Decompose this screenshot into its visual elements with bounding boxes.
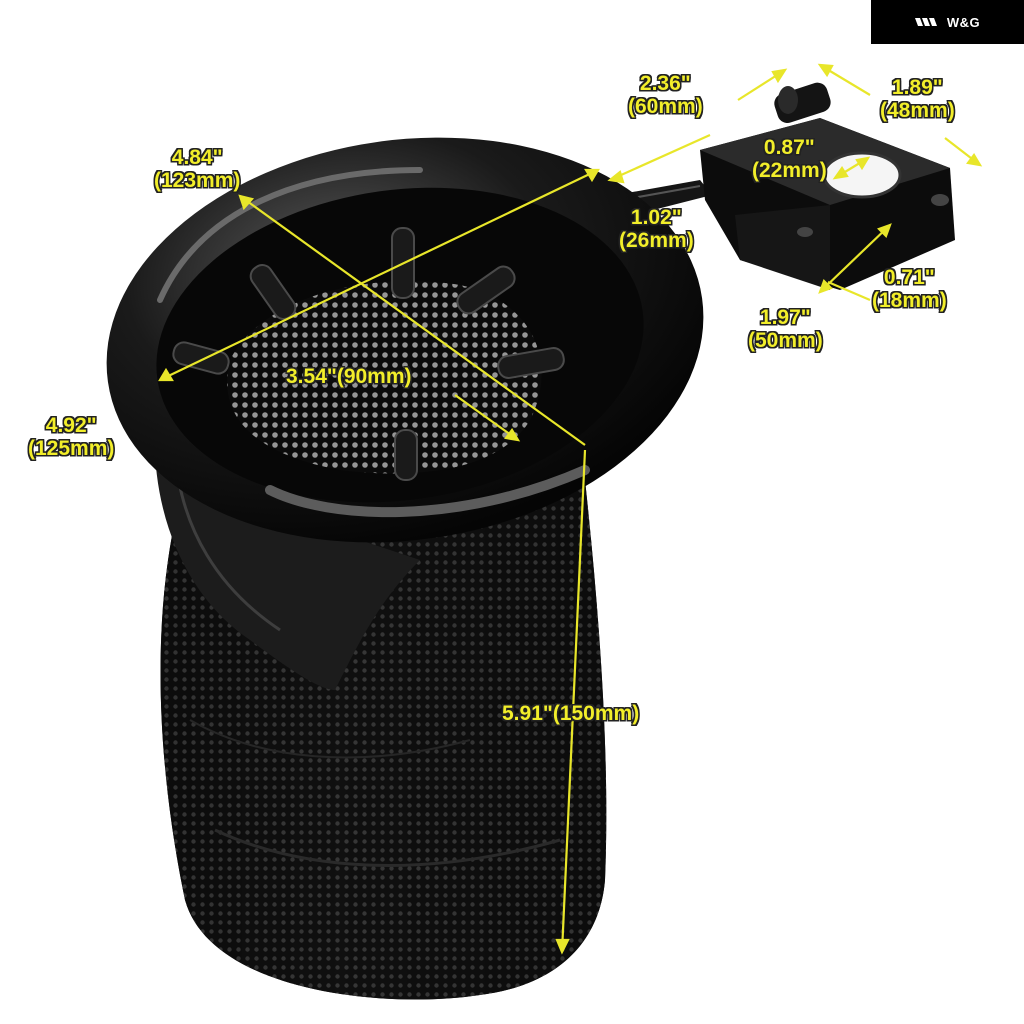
dimension-height: 5.91"(150mm) [502,702,639,725]
dimension-inch: 0.87" [763,136,815,159]
dimension-inch: 1.89" [891,76,943,99]
brand-chevron-icon [914,18,937,26]
dimension-mm: (125mm) [28,437,115,460]
dimension-lines [158,63,983,955]
inner-mesh [227,281,542,474]
dimension-inch: 4.84" [171,146,223,169]
dimension-mm: (18mm) [872,289,947,312]
dimension-mm: (48mm) [880,99,955,122]
dimension-inch: 0.71" [883,266,935,289]
dimension-inch: 1.97" [759,306,811,329]
dimension-mm: (60mm) [628,95,703,118]
dimension-bar-diameter: 0.87" (22mm) [752,136,827,182]
dimension-text: 5.91"(150mm) [502,702,640,725]
brand-logo: W&G [871,0,1024,44]
dimension-mm: (123mm) [154,169,241,192]
dimension-mm: (50mm) [748,329,823,352]
dimension-inner-diameter: 3.54"(90mm) [286,365,412,388]
dimension-clamp-length: 1.97" (50mm) [748,306,823,352]
dimension-arm-offset: 1.02" (26mm) [619,206,694,252]
dimension-inch: 4.92" [45,414,97,437]
dimension-text: 3.54"(90mm) [286,365,412,388]
brand-logo-text: W&G [946,14,981,30]
dimension-mm: (22mm) [752,159,827,182]
dimension-outer-diameter-a: 4.84" (123mm) [154,146,240,192]
handlebar-clamp [700,82,955,290]
dimension-mount-length: 2.36" (60mm) [628,72,703,118]
dimension-clamp-depth: 0.71" (18mm) [872,266,947,312]
retaining-pegs [172,227,565,481]
dimension-mm: (26mm) [619,229,694,252]
dimension-outer-diameter-b: 4.92" (125mm) [28,414,114,460]
dimension-clamp-width: 1.89" (48mm) [880,76,955,122]
dimension-inch: 2.36" [639,72,691,95]
dimension-inch: 1.02" [630,206,682,229]
